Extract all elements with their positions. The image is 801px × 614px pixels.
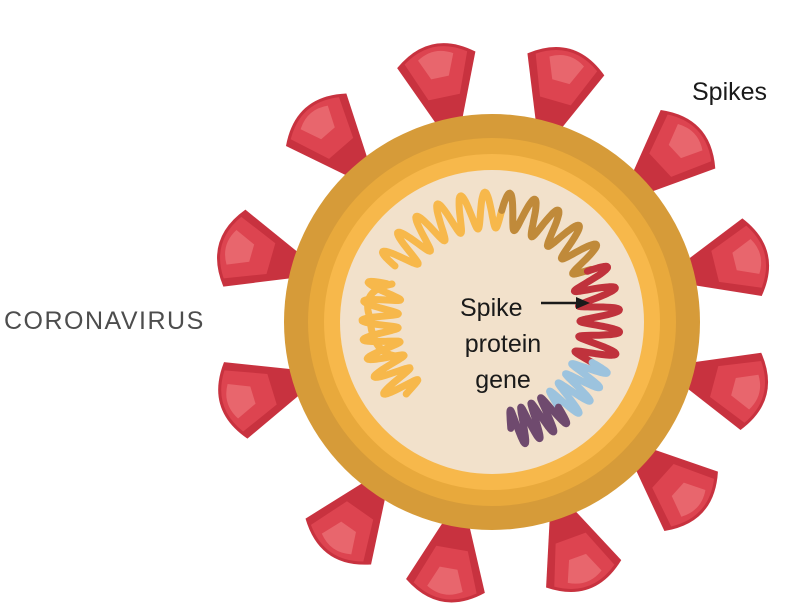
arrow-right-icon xyxy=(541,297,590,309)
spike-12 xyxy=(217,209,308,287)
gene-label-line3: gene xyxy=(475,366,531,394)
gene-label-line1: Spike xyxy=(460,294,523,322)
spike-9 xyxy=(406,512,485,603)
spike-10 xyxy=(305,476,388,565)
diagram-title: CORONAVIRUS xyxy=(4,307,205,335)
rna-segment-spike-gene xyxy=(570,262,624,366)
spike-1 xyxy=(397,43,476,134)
rna-segment-top xyxy=(498,189,601,278)
spike-protein-gene-label: Spike protein gene xyxy=(448,290,558,398)
spike-4 xyxy=(628,109,716,196)
spike-5 xyxy=(679,218,769,296)
spike-7 xyxy=(630,445,718,532)
rna-segment-purple xyxy=(506,394,571,448)
spike-3 xyxy=(285,93,371,181)
spikes-label: Spikes xyxy=(692,78,768,106)
rna-segment-upper-left xyxy=(379,188,506,270)
spike-8 xyxy=(546,502,622,592)
gene-label-line2: protein xyxy=(464,330,542,358)
rna-strand xyxy=(358,188,624,448)
spike-2 xyxy=(527,47,605,138)
spike-6 xyxy=(678,352,768,431)
rna-segment-blue xyxy=(546,359,611,417)
rna-loop xyxy=(364,280,399,360)
spikes-group xyxy=(217,43,769,603)
spike-11 xyxy=(218,362,309,439)
